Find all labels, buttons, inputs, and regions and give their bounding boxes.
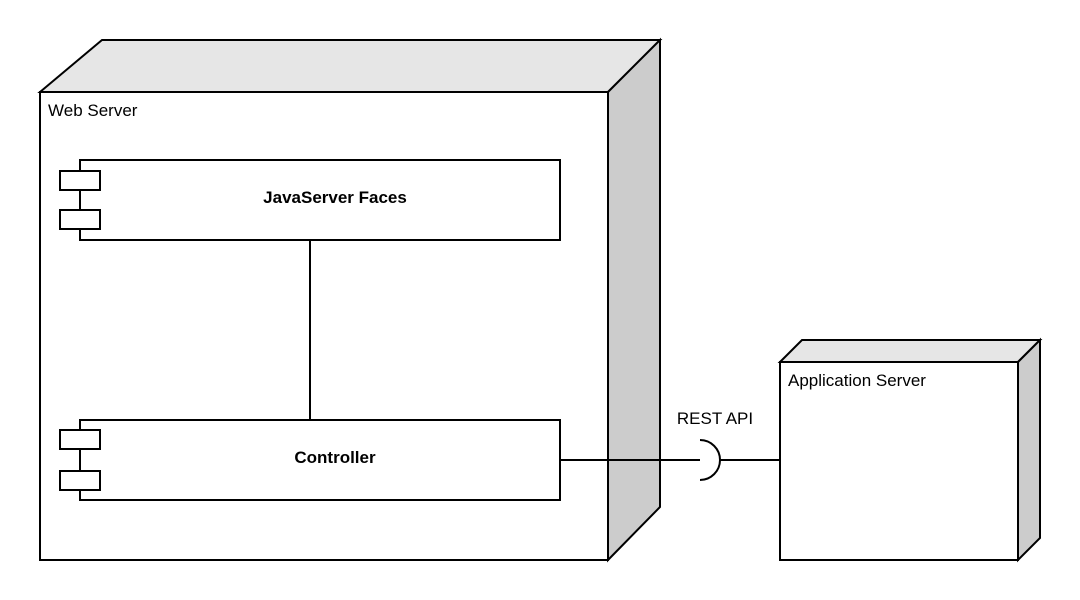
jsf-component[interactable]: JavaServer Faces: [59, 159, 561, 241]
app-server-label: Application Server: [788, 371, 926, 390]
controller-component-port-bottom: [59, 470, 101, 491]
web-server-node-side: [607, 37, 661, 563]
application-server-node[interactable]: Application Server: [777, 337, 1043, 563]
app-server-node-top: [777, 339, 1043, 363]
jsf-component-label: JavaServer Faces: [263, 188, 407, 207]
rest-api-interface[interactable]: REST API: [560, 409, 780, 481]
rest-api-label: REST API: [677, 409, 753, 428]
controller-component-label: Controller: [294, 448, 376, 467]
controller-component-port-top: [59, 429, 101, 450]
app-server-node-side: [1017, 337, 1041, 563]
controller-component[interactable]: Controller: [59, 419, 561, 501]
rest-api-socket-icon: [699, 439, 721, 481]
jsf-component-port-bottom: [59, 209, 101, 230]
web-server-label: Web Server: [48, 101, 138, 120]
web-server-node-top: [37, 39, 663, 93]
jsf-component-body: [79, 159, 561, 241]
app-server-node-face: [779, 361, 1019, 561]
jsf-component-port-top: [59, 170, 101, 191]
